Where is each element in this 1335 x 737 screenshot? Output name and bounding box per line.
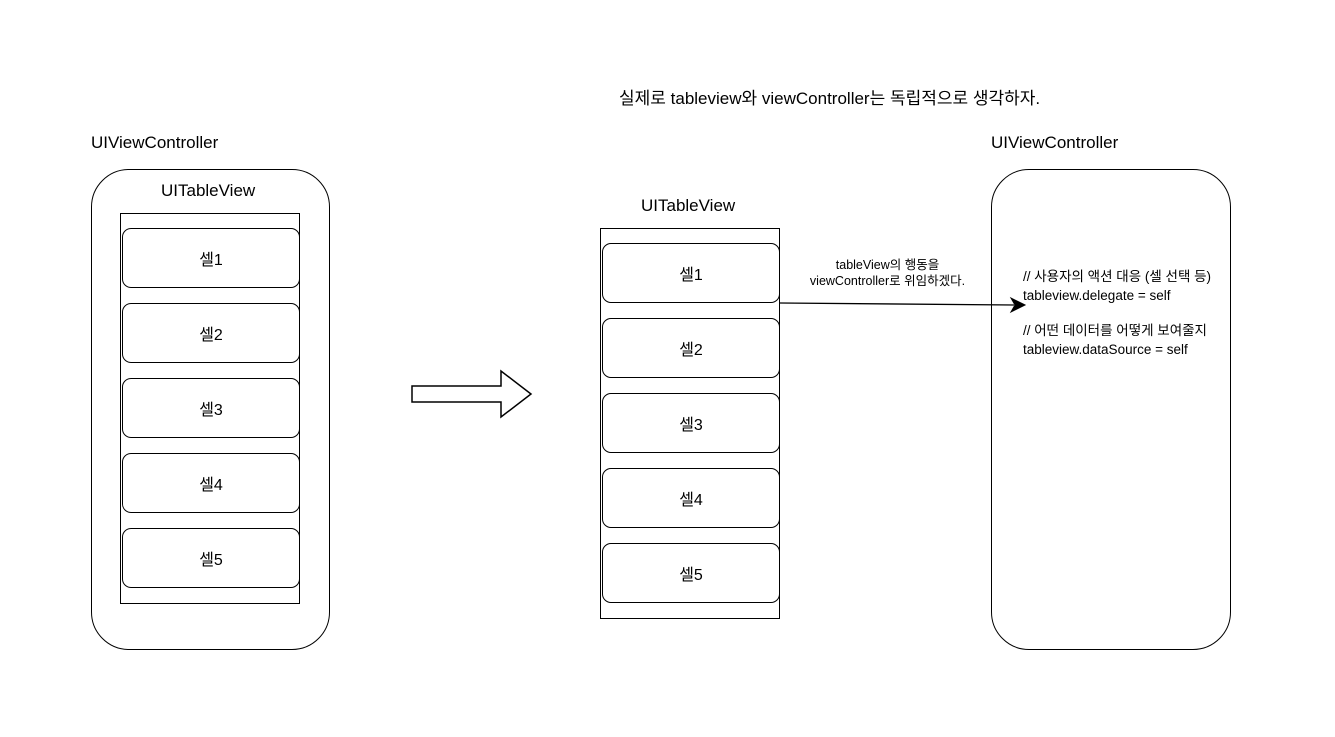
left-cell: 셀2	[122, 303, 300, 363]
right-vc-label: UIViewController	[991, 133, 1119, 152]
right-code-comment-delegate: // 사용자의 액션 대응 (셀 선택 등)	[1023, 269, 1212, 284]
left-tableview-label: UITableView	[161, 181, 256, 200]
delegation-edge-label: tableView의 행동을 viewController로 위임하겠다.	[800, 257, 975, 289]
middle-tableview-label: UITableView	[641, 196, 736, 215]
left-cell: 셀5	[122, 528, 300, 588]
edge-label-line2: viewController로 위임하겠다.	[809, 274, 966, 288]
left-tableview-box: 셀1 셀2 셀3 셀4 셀5	[120, 213, 300, 604]
left-cell: 셀1	[122, 228, 300, 288]
edge-label-line1: tableView의 행동을	[835, 258, 940, 272]
left-cell: 셀3	[122, 378, 300, 438]
right-view-controller-box	[991, 169, 1231, 650]
diagram-title: 실제로 tableview와 viewController는 독립적으로 생각하…	[619, 89, 1041, 108]
middle-cell: 셀5	[602, 543, 780, 603]
middle-cell: 셀1	[602, 243, 780, 303]
transform-arrow	[411, 369, 533, 419]
right-code-delegate: tableview.delegate = self	[1023, 288, 1171, 303]
left-vc-label: UIViewController	[91, 133, 219, 152]
middle-cell: 셀4	[602, 468, 780, 528]
right-code-datasource: tableview.dataSource = self	[1023, 342, 1188, 357]
middle-cell: 셀3	[602, 393, 780, 453]
delegation-connector-line	[779, 302, 1015, 306]
delegation-arrowhead	[1009, 296, 1027, 314]
left-cell: 셀4	[122, 453, 300, 513]
middle-cell: 셀2	[602, 318, 780, 378]
middle-tableview-box: 셀1 셀2 셀3 셀4 셀5	[600, 228, 780, 619]
right-code-comment-datasource: // 어떤 데이터를 어떻게 보여줄지	[1023, 323, 1207, 338]
